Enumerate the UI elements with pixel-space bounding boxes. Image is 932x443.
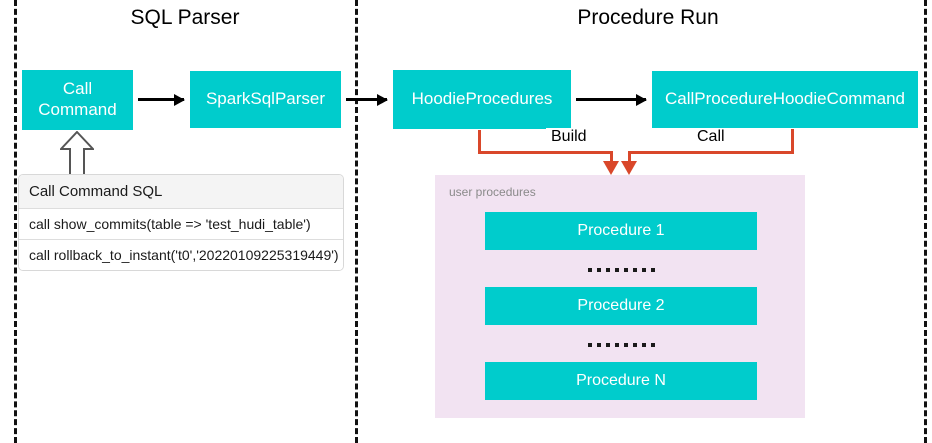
flow-arrow-call-command-to-spark (138, 93, 185, 106)
user-procedures-label: user procedures (449, 185, 536, 199)
connector-call-arrowhead (621, 161, 637, 175)
procedure-item[interactable]: Procedure N (485, 362, 757, 400)
node-spark-sql-parser[interactable]: SparkSqlParser (190, 71, 341, 128)
connector-build-arrowhead (603, 161, 619, 175)
divider-middle-dashed (355, 0, 358, 443)
flow-arrow-hoodie-to-call-procedure-command (576, 93, 647, 106)
edge-label-build: Build (546, 128, 592, 146)
node-call-procedure-hoodie-command[interactable]: CallProcedureHoodieCommand (652, 71, 918, 128)
ellipsis-dots (485, 265, 757, 275)
connector-build-vertical-down (610, 151, 613, 163)
connector-build-horizontal (478, 151, 613, 154)
node-call-command-line1: Call (62, 79, 93, 99)
section-title-procedure-run: Procedure Run (577, 6, 719, 29)
connector-call-vertical-right (791, 129, 794, 154)
node-call-command-line2: Command (38, 100, 117, 119)
node-hoodie-procedures[interactable]: HoodieProcedures (393, 70, 571, 129)
section-title-sql-parser: SQL Parser (130, 6, 240, 29)
connector-build-vertical-left (478, 130, 481, 154)
procedure-item[interactable]: Procedure 2 (485, 287, 757, 325)
sql-card-header: Call Command SQL (19, 175, 343, 209)
sql-card-row[interactable]: call show_commits(table => 'test_hudi_ta… (19, 209, 343, 240)
divider-left-dashed (14, 0, 17, 443)
ellipsis-dots (485, 340, 757, 350)
procedure-item[interactable]: Procedure 1 (485, 212, 757, 250)
connector-call-horizontal (628, 151, 794, 154)
hollow-up-arrow-icon (58, 130, 96, 176)
connector-call-vertical-down (628, 151, 631, 163)
divider-right-dashed (924, 0, 927, 443)
user-procedures-panel: user procedures Procedure 1 Procedure 2 … (435, 175, 805, 418)
edge-label-call: Call (692, 128, 730, 146)
node-call-command[interactable]: Call Command (22, 70, 133, 130)
sql-card-row[interactable]: call rollback_to_instant('t0','202201092… (19, 240, 343, 270)
call-command-sql-card: Call Command SQL call show_commits(table… (18, 174, 344, 271)
flow-arrow-spark-to-hoodie-procedures (346, 93, 388, 106)
